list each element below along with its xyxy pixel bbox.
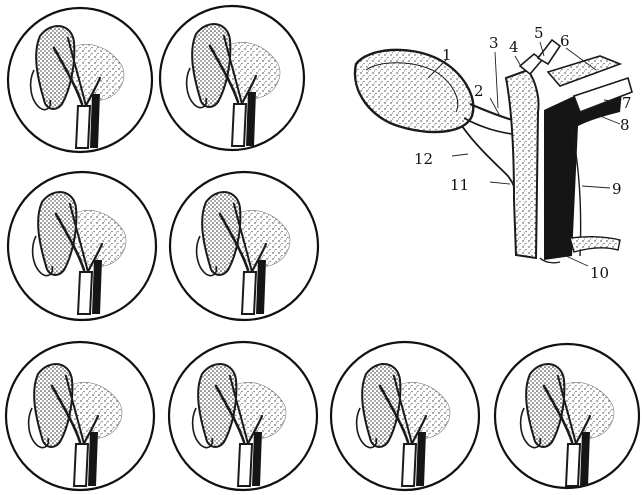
callout-6: 6: [560, 32, 570, 50]
callout-7: 7: [622, 94, 632, 112]
callout-10: 10: [590, 264, 609, 282]
leader-line-12: [452, 154, 468, 156]
callout-3: 3: [489, 34, 499, 52]
leader-line-10: [566, 256, 588, 266]
main-labeled-diagram: 1 2 3 4 5 6 7 8 9 10 11 12: [355, 24, 632, 282]
variant-diagram-7: [331, 342, 479, 490]
leader-line-4: [515, 56, 522, 68]
callout-8: 8: [620, 116, 630, 134]
variant-diagram-4: [170, 172, 318, 320]
variant-diagram-2: [160, 6, 304, 150]
leader-line-9: [582, 186, 610, 188]
callout-2: 2: [474, 82, 484, 100]
variant-diagram-1: [8, 8, 152, 152]
callout-12: 12: [414, 150, 433, 168]
leader-line-3: [495, 52, 498, 108]
leader-line-11: [490, 182, 510, 184]
variant-diagram-5: [6, 342, 154, 490]
variant-diagram-8: [495, 344, 639, 488]
variant-diagram-3: [8, 172, 156, 320]
leader-line-8: [600, 116, 620, 124]
callout-4: 4: [509, 38, 519, 56]
variant-diagram-6: [169, 342, 317, 490]
callout-1: 1: [442, 46, 452, 64]
callout-9: 9: [612, 180, 622, 198]
callout-11: 11: [450, 176, 469, 194]
callout-5: 5: [534, 24, 544, 42]
